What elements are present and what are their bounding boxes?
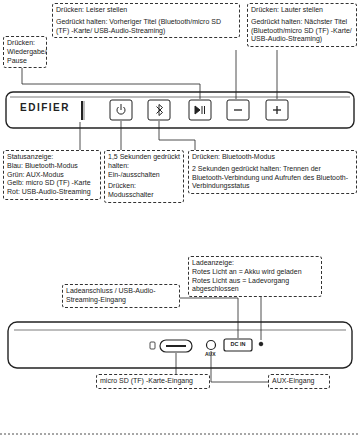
callout-text: Drücken: Leiser stellen: [56, 6, 236, 15]
callout-text: 1,5 Sekunden gedrückt halten: Ein-/aussc…: [108, 153, 180, 179]
callout-box: Drücken: Leiser stellenGedrückt halten: …: [52, 3, 240, 38]
callout-detail: Rotes Licht an = Akku wird geladen: [192, 268, 318, 277]
brand-logo: EDIFIER: [20, 103, 70, 113]
callout-detail: Gelb: micro SD (TF) -Karte: [7, 179, 97, 188]
callout-detail: Grün: AUX-Modus: [7, 171, 97, 180]
callout-text: Ladeanzeige:: [192, 259, 318, 268]
callout-text: micro SD (TF) -Karte-Eingang: [100, 377, 206, 386]
port-callout: micro SD (TF) -Karte-Eingang: [96, 374, 210, 389]
callout-box: 1,5 Sekunden gedrückt halten: Ein-/aussc…: [104, 150, 184, 203]
callout-box: Drücken: Bluetooth-Modus 2 Sekunden gedrü…: [188, 150, 357, 194]
port-callout: AUX-Eingang: [268, 374, 330, 389]
callout-detail: Rot: USB-Audio-Streaming: [7, 188, 97, 197]
callout-detail: 2 Sekunden gedrückt halten: Trennen der …: [192, 165, 353, 191]
callout-text: AUX-Eingang: [272, 377, 326, 386]
port-label: DC IN: [231, 342, 246, 348]
callout-box: Drücken: Lauter stellenGedrückt halten: …: [247, 3, 357, 47]
port-label: AUX: [205, 352, 216, 357]
port-callout: Ladeanschluss / USB-Audio-Streaming-Eing…: [62, 284, 180, 308]
callout-detail: Gedrückt halten: Vorheriger Titel (Bluet…: [56, 18, 236, 36]
callout-detail: Blau: Bluetooth-Modus: [7, 162, 97, 171]
status-callout: Statusanzeige:Blau: Bluetooth-ModusGrün:…: [3, 150, 101, 200]
callout-detail: Gedrückt halten: Nächster Titel (Bluetoo…: [251, 18, 353, 44]
callout-text: Drücken: Lauter stellen: [251, 6, 353, 15]
callout-box: Drücken: Wiedergabe/ Pause: [3, 36, 47, 68]
callout-text: Drücken: Wiedergabe/ Pause: [7, 39, 43, 65]
charge-callout: Ladeanzeige:Rotes Licht an = Akku wird g…: [188, 256, 322, 297]
callout-detail: Drücken: Modusschalter: [108, 182, 180, 200]
callout-text: Drücken: Bluetooth-Modus: [192, 153, 353, 162]
callout-detail: Rotes Licht aus = Ladevorgang abgeschlos…: [192, 277, 318, 295]
callout-text: Statusanzeige:: [7, 153, 97, 162]
callout-text: Ladeanschluss / USB-Audio-Streaming-Eing…: [66, 287, 176, 305]
